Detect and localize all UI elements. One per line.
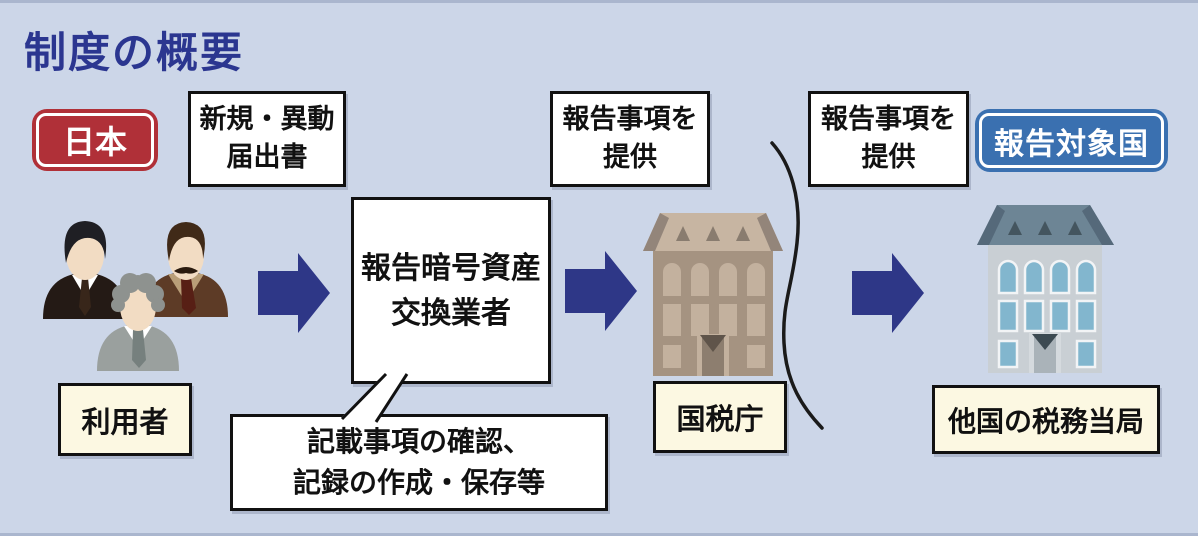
- bubble-tail: [340, 372, 409, 423]
- flow-arrow-right-icon: [565, 251, 637, 331]
- notification-line2: 届出書: [226, 142, 308, 173]
- reportable-country-badge: 報告対象国: [975, 109, 1168, 172]
- flow-arrow-right-icon: [258, 253, 330, 333]
- reportable-country-label: 報告対象国: [979, 113, 1164, 168]
- notification-line1: 新規・異動: [199, 103, 335, 135]
- note-bubble: 記載事項の確認、 記録の作成・保存等: [230, 414, 608, 511]
- exchange-line1: 報告暗号資産: [361, 250, 541, 286]
- flow-arrow-right-icon: [852, 253, 924, 333]
- foreign-building-icon: [977, 205, 1114, 373]
- nta-label: 国税庁: [653, 381, 787, 453]
- exchange-line2: 交換業者: [391, 295, 511, 331]
- report-items-box-right: 報告事項を 提供: [808, 91, 969, 187]
- report-right-line2: 提供: [861, 142, 916, 173]
- foreign-tax-label: 他国の税務当局: [932, 385, 1160, 454]
- notification-box: 新規・異動 届出書: [188, 91, 346, 187]
- users-group-icon: [43, 221, 228, 371]
- japan-badge-label: 日本: [36, 113, 154, 167]
- users-label: 利用者: [58, 383, 192, 456]
- exchange-operator-box: 報告暗号資産 交換業者: [351, 197, 551, 384]
- note-line2: 記録の作成・保存等: [292, 465, 545, 499]
- page-title: 制度の概要: [24, 28, 245, 77]
- report-left-line2: 提供: [603, 142, 657, 173]
- person-right: [144, 222, 228, 317]
- note-line1: 記載事項の確認、: [306, 424, 531, 458]
- country-border-curve: [770, 141, 824, 430]
- report-left-line1: 報告事項を: [562, 103, 698, 135]
- japan-badge: 日本: [32, 109, 158, 171]
- person-left: [43, 221, 127, 319]
- person-center: [97, 273, 179, 371]
- government-building-icon: [643, 213, 783, 376]
- report-right-line1: 報告事項を: [821, 103, 956, 135]
- report-items-box-left: 報告事項を 提供: [550, 91, 710, 187]
